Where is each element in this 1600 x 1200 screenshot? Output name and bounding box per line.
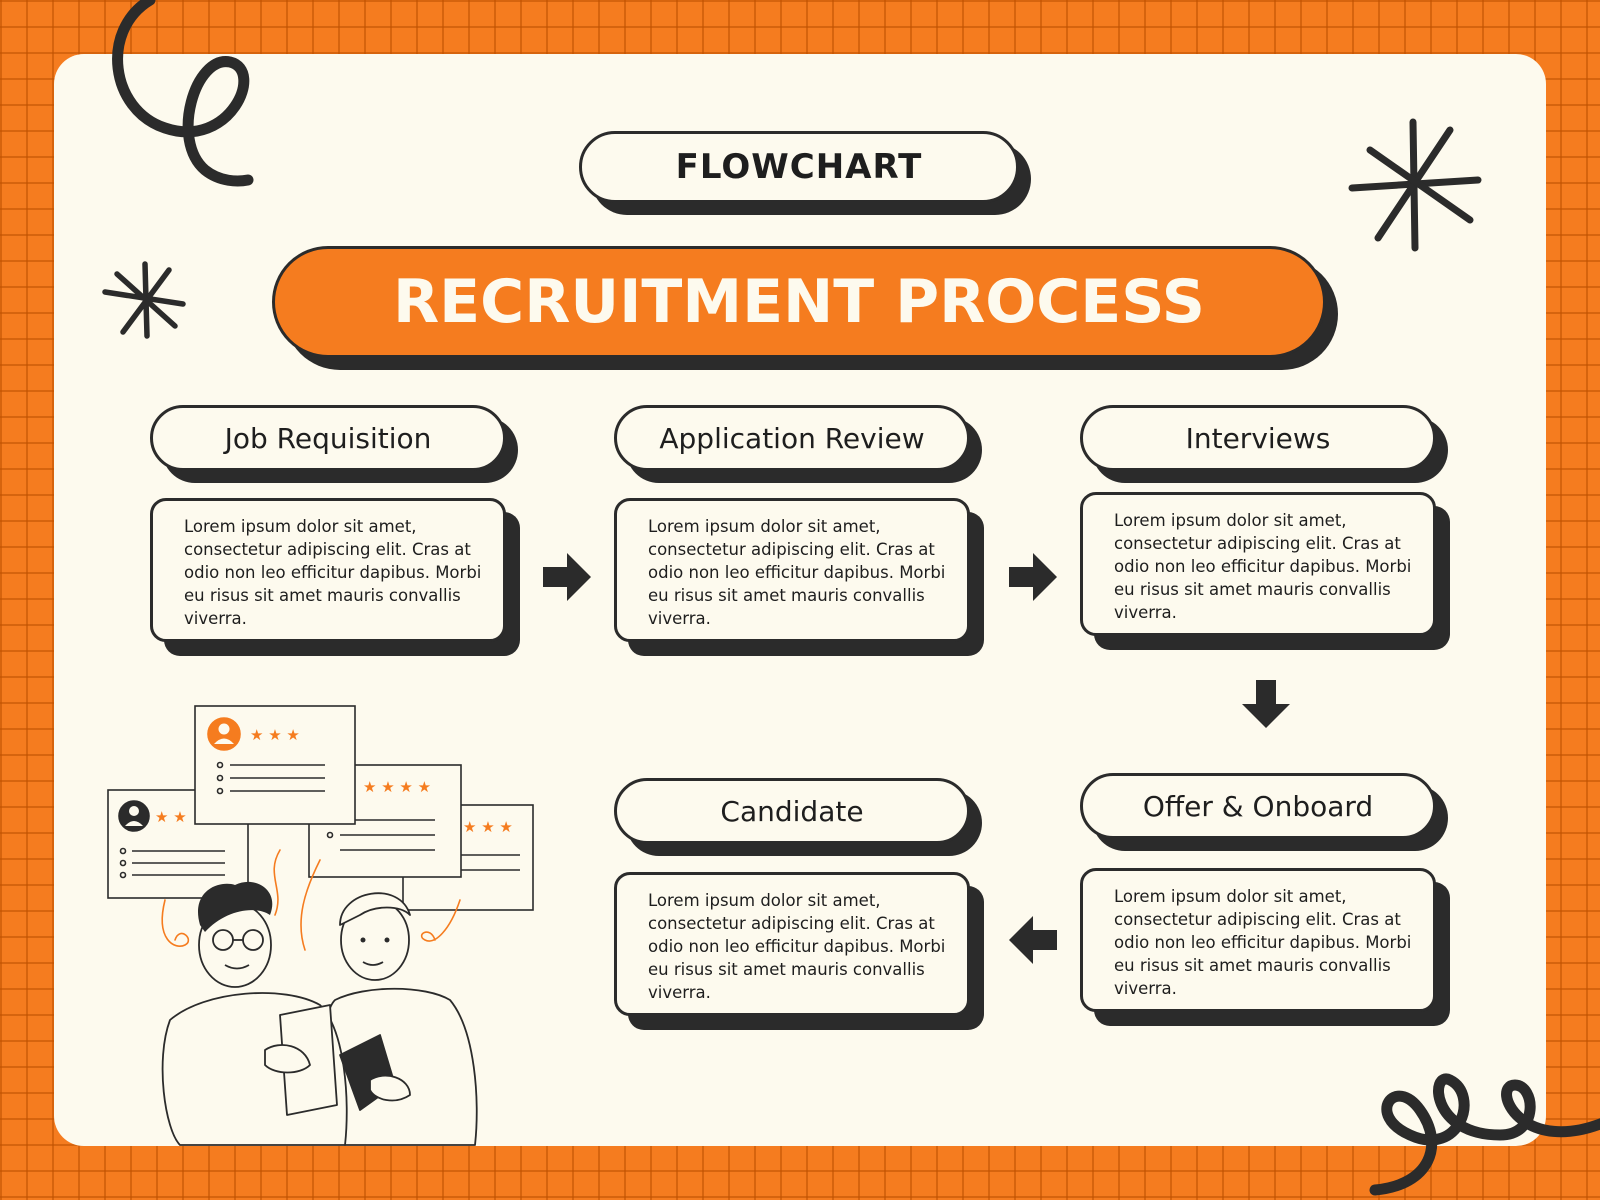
step-3-title: Interviews: [1080, 405, 1448, 483]
arrow-down-icon: [1242, 680, 1290, 728]
swirl-doodle-bottom-right: [1369, 1073, 1600, 1196]
svg-text:★ ★ ★: ★ ★ ★: [463, 818, 513, 836]
svg-text:★ ★: ★ ★: [155, 808, 187, 826]
recruiters-illustration: ★ ★ ★ ★ ★ ★ ★ ★ ★ ★ ★ ★: [107, 705, 534, 1146]
step-4-title-text: Offer & Onboard: [1080, 773, 1436, 839]
step-2-title: Application Review: [614, 405, 982, 483]
sparkle-icon-right: [1348, 118, 1482, 252]
step-1-title-text: Job Requisition: [150, 405, 506, 471]
step-5-title: Candidate: [614, 778, 982, 856]
page-title: RECRUITMENT PROCESS: [272, 246, 1338, 370]
step-5-description: Lorem ipsum dolor sit amet, consectetur …: [614, 872, 970, 1016]
step-2-card: Lorem ipsum dolor sit amet, consectetur …: [614, 498, 984, 656]
step-1-description: Lorem ipsum dolor sit amet, consectetur …: [150, 498, 506, 642]
step-1-title: Job Requisition: [150, 405, 518, 483]
step-2-description: Lorem ipsum dolor sit amet, consectetur …: [614, 498, 970, 642]
step-3-description: Lorem ipsum dolor sit amet, consectetur …: [1080, 492, 1436, 636]
arrow-right-icon: [1009, 553, 1057, 601]
step-5-title-text: Candidate: [614, 778, 970, 844]
arrow-left-icon: [1009, 916, 1057, 964]
flowchart-label-text: FLOWCHART: [579, 131, 1019, 203]
step-4-description: Lorem ipsum dolor sit amet, consectetur …: [1080, 868, 1436, 1012]
sparkle-icon-left: [102, 261, 186, 339]
arrow-right-icon: [543, 553, 591, 601]
step-1-card: Lorem ipsum dolor sit amet, consectetur …: [150, 498, 520, 656]
step-4-title: Offer & Onboard: [1080, 773, 1448, 851]
step-2-title-text: Application Review: [614, 405, 970, 471]
svg-text:★ ★ ★ ★: ★ ★ ★ ★: [363, 778, 431, 796]
swirl-doodle-top-left: [112, 0, 254, 187]
step-4-card: Lorem ipsum dolor sit amet, consectetur …: [1080, 868, 1450, 1026]
step-3-card: Lorem ipsum dolor sit amet, consectetur …: [1080, 492, 1450, 650]
svg-text:★ ★ ★: ★ ★ ★: [250, 726, 300, 744]
page-title-text: RECRUITMENT PROCESS: [272, 246, 1326, 358]
step-3-title-text: Interviews: [1080, 405, 1436, 471]
step-5-card: Lorem ipsum dolor sit amet, consectetur …: [614, 872, 984, 1030]
flowchart-label: FLOWCHART: [579, 131, 1031, 215]
